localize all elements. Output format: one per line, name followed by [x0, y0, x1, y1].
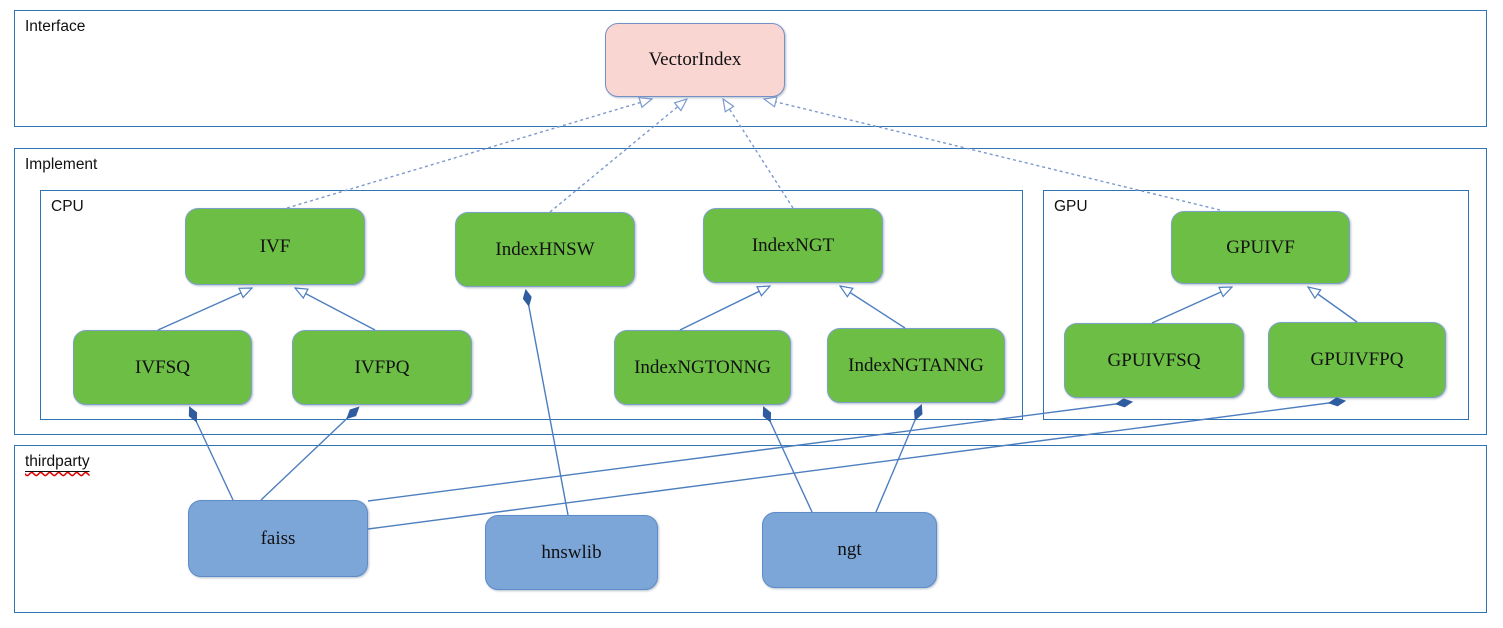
node-gpuivf: GPUIVF [1171, 211, 1350, 284]
node-indexngtanng: IndexNGTANNG [827, 328, 1005, 403]
node-gpuivfsq: GPUIVFSQ [1064, 323, 1244, 398]
thirdparty-section-label: thirdparty [25, 453, 90, 470]
gpu-section-label: GPU [1054, 198, 1088, 215]
node-faiss: faiss [188, 500, 368, 577]
node-ivfsq: IVFSQ [73, 330, 252, 405]
node-ivf: IVF [185, 208, 365, 285]
implement-section-label: Implement [25, 156, 98, 173]
node-vectorindex: VectorIndex [605, 23, 785, 97]
node-indexngtonng: IndexNGTONNG [614, 330, 791, 405]
node-ivfpq: IVFPQ [292, 330, 472, 405]
cpu-section-label: CPU [51, 198, 84, 215]
node-gpuivfpq: GPUIVFPQ [1268, 322, 1446, 398]
interface-section-label: Interface [25, 18, 86, 35]
node-hnswlib: hnswlib [485, 515, 658, 590]
node-indexngt: IndexNGT [703, 208, 883, 283]
node-indexhnsw: IndexHNSW [455, 212, 635, 287]
node-ngt: ngt [762, 512, 937, 588]
